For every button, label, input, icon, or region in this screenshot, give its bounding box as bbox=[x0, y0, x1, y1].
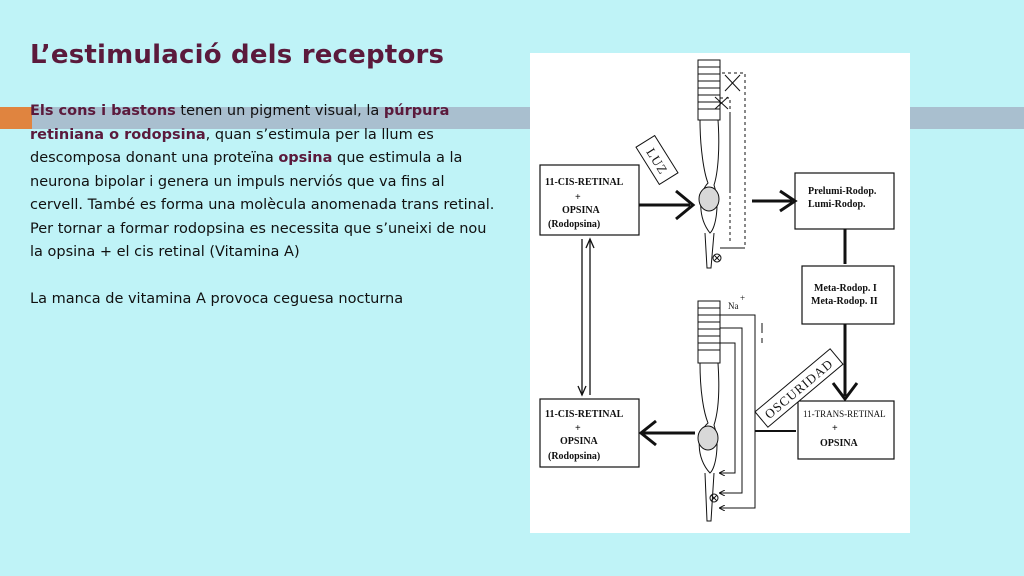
highlight-rhodopsin: púrpura retiniana o rodopsina bbox=[30, 103, 450, 143]
label-sodium: Na + bbox=[728, 293, 745, 311]
svg-text:Meta-Rodop. I: Meta-Rodop. I bbox=[814, 283, 877, 294]
box-trans-retinal: 11-TRANS-RETINAL + OPSINA bbox=[797, 400, 895, 460]
paragraph-regeneration: Per tornar a formar rodopsina es necessi… bbox=[30, 220, 487, 261]
box-prelumi-lumi: Prelumi-Rodop. Lumi-Rodop. bbox=[794, 172, 895, 230]
paragraph-pigment: Els cons i bastons tenen un pigment visu… bbox=[30, 103, 495, 213]
rod-cell-top bbox=[697, 59, 746, 269]
label-light: LUZ bbox=[635, 134, 679, 186]
decorative-stripe-blue-right bbox=[910, 107, 1024, 129]
arrow-cis-to-rod-top bbox=[639, 189, 696, 221]
svg-text:11-CIS-RETINAL: 11-CIS-RETINAL bbox=[545, 409, 624, 420]
rod-cell-bottom bbox=[697, 300, 763, 522]
arrow-cycle-vertical bbox=[577, 237, 595, 397]
svg-text:Na: Na bbox=[728, 301, 739, 311]
slide-title: L’estimulació dels receptors bbox=[30, 40, 445, 70]
box-cis-retinal-top: 11-CIS-RETINAL + OPSINA (Rodopsina) bbox=[539, 164, 640, 236]
rhodopsin-cycle-diagram: 11-CIS-RETINAL + OPSINA (Rodopsina) Prel… bbox=[530, 53, 910, 533]
svg-text:+: + bbox=[575, 192, 581, 203]
arrow-rod-to-cis-bottom bbox=[638, 419, 695, 447]
paragraph-night-blindness: La manca de vitamina A provoca ceguesa n… bbox=[30, 290, 404, 307]
svg-text:OPSINA: OPSINA bbox=[820, 438, 859, 449]
highlight-opsin: opsina bbox=[278, 150, 333, 166]
svg-text:+: + bbox=[575, 423, 581, 434]
decorative-stripe-blue-left bbox=[32, 107, 530, 129]
highlight-cones-rods: Els cons i bastons bbox=[30, 103, 176, 119]
svg-text:(Rodopsina): (Rodopsina) bbox=[548, 451, 600, 462]
svg-text:11-CIS-RETINAL: 11-CIS-RETINAL bbox=[545, 177, 624, 188]
arrow-rod-to-prelumi bbox=[752, 189, 798, 213]
box-cis-retinal-bottom: 11-CIS-RETINAL + OPSINA (Rodopsina) bbox=[539, 398, 640, 468]
svg-text:Meta-Rodop. II: Meta-Rodop. II bbox=[811, 296, 878, 307]
slide-body: Els cons i bastons tenen un pigment visu… bbox=[30, 100, 495, 311]
box-meta-rodop: Meta-Rodop. I Meta-Rodop. II bbox=[801, 265, 895, 325]
svg-text:(Rodopsina): (Rodopsina) bbox=[548, 219, 600, 230]
svg-text:Lumi-Rodop.: Lumi-Rodop. bbox=[808, 199, 866, 210]
svg-text:+: + bbox=[740, 293, 745, 303]
svg-text:Prelumi-Rodop.: Prelumi-Rodop. bbox=[808, 186, 877, 197]
arrow-meta-to-trans bbox=[831, 324, 859, 402]
svg-text:+: + bbox=[832, 423, 838, 434]
svg-text:OPSINA: OPSINA bbox=[562, 205, 601, 216]
decorative-stripe-orange bbox=[0, 107, 32, 129]
svg-text:OPSINA: OPSINA bbox=[560, 436, 599, 447]
svg-text:11-TRANS-RETINAL: 11-TRANS-RETINAL bbox=[803, 409, 886, 419]
